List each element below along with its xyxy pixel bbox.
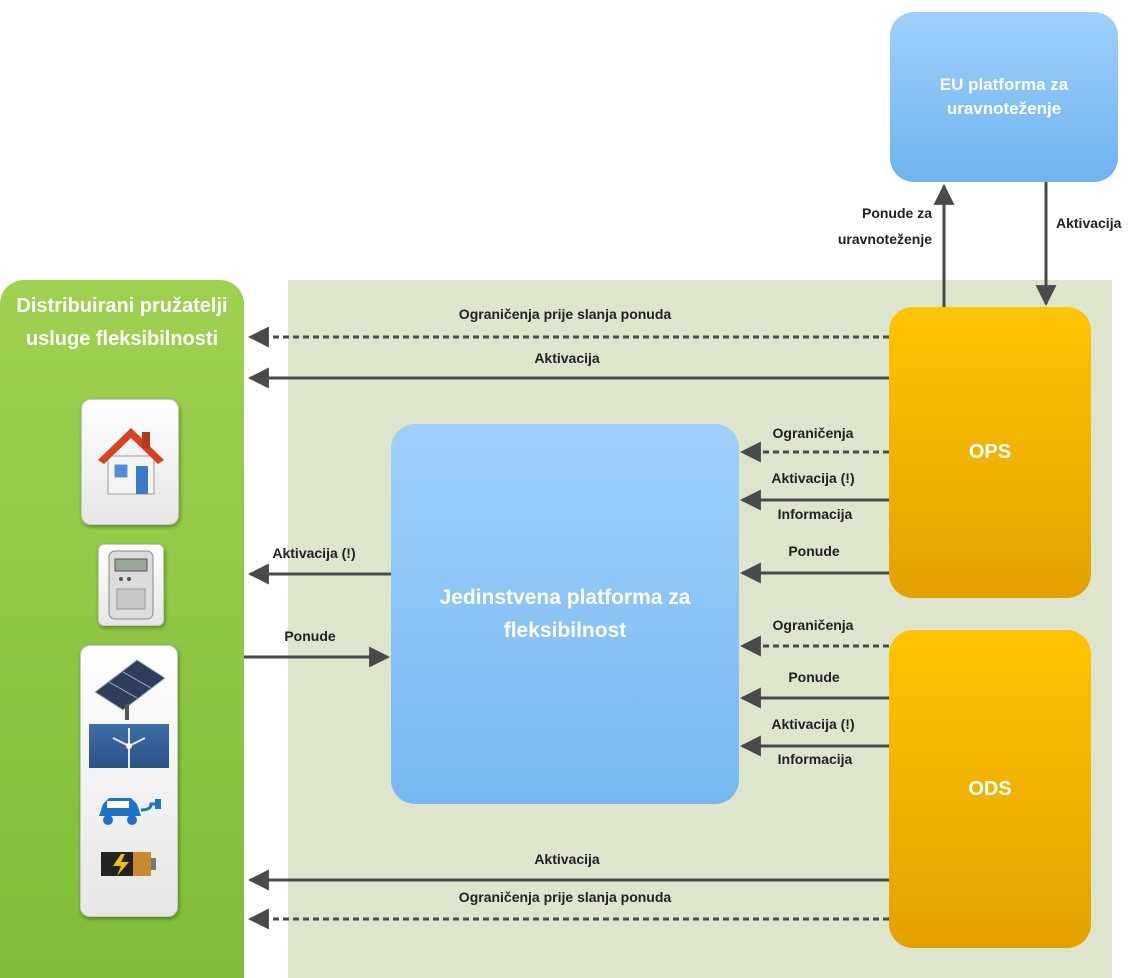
ods-label: ODS [968, 777, 1012, 800]
label-ods-constraints-providers: Ograničenja prije slanja ponuda [458, 889, 672, 905]
label-ods-bids: Ponude [788, 669, 840, 685]
platform-box: Jedinstvena platforma za fleksibilnost [391, 424, 739, 804]
smart-meter-icon [108, 550, 154, 620]
eu-platform-box: EU platforma za uravnoteženje [890, 12, 1118, 182]
label-ods-activation-platform: Aktivacija (!) [771, 716, 855, 732]
label-ops-bids: Ponude [788, 543, 840, 559]
label-ods-info: Informacija [777, 751, 853, 767]
label-providers-bids: Ponude [284, 628, 336, 644]
label-ops-activation-platform: Aktivacija (!) [771, 470, 855, 486]
solar-panel-icon [94, 659, 166, 720]
platform-label: Jedinstvena platforma za fleksibilnost [439, 586, 691, 642]
ods-box: ODS [889, 630, 1091, 948]
generation-card [80, 645, 178, 917]
eu-platform-label: EU platforma za uravnoteženje [939, 75, 1069, 118]
house-card [81, 399, 179, 525]
label-ops-info: Informacija [777, 506, 853, 522]
label-ops-constraints-platform: Ograničenja [772, 425, 854, 441]
label-platform-activation-providers: Aktivacija (!) [272, 545, 356, 561]
house-icon [98, 428, 164, 495]
label-ops-constraints-providers: Ograničenja prije slanja ponuda [458, 306, 672, 322]
wind-turbine-tile [89, 724, 169, 768]
label-ops-activation-providers: Aktivacija [534, 350, 600, 366]
ops-label: OPS [968, 441, 1012, 463]
label-bids-balancing: Ponude za uravnoteženje [837, 205, 932, 247]
label-ods-activation-providers: Aktivacija [534, 851, 600, 867]
providers-label: Distribuirani pružatelji usluge fleksibi… [16, 295, 228, 350]
wind-turbine-icon [112, 728, 146, 768]
meter-card [98, 544, 164, 626]
electric-car-icon [99, 798, 161, 825]
ops-box: OPS [889, 307, 1091, 598]
label-activation-eu: Aktivacija [1056, 215, 1122, 231]
battery-icon [101, 852, 156, 876]
label-ods-constraints-platform: Ograničenja [772, 617, 854, 633]
